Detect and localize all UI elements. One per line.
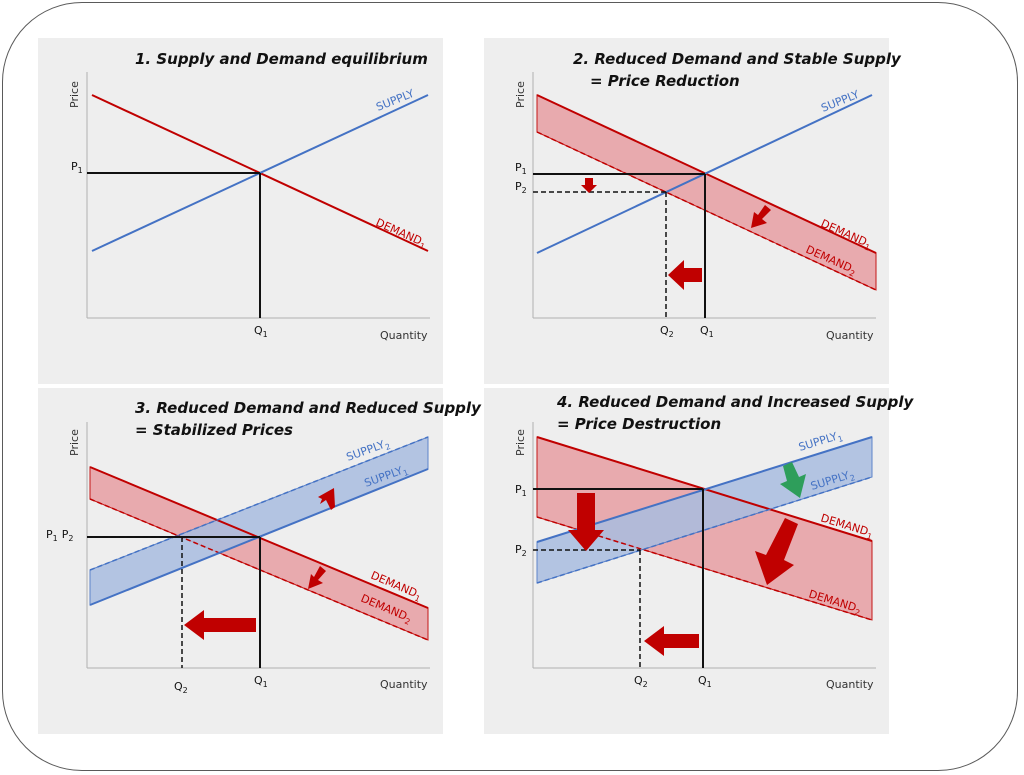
panel-2-background	[484, 38, 889, 384]
supply-2-line	[536, 476, 873, 584]
y-axis-label: Price	[68, 429, 81, 456]
p1-label: P1	[515, 483, 527, 498]
x-axis-label: Quantity	[380, 329, 428, 342]
price-down-arrow	[581, 178, 597, 193]
q2-label: Q2	[174, 680, 188, 695]
y-axis-label: Price	[514, 429, 527, 456]
y-axis-label: Price	[68, 81, 81, 108]
q2-label: Q2	[660, 324, 674, 339]
x-axis-label: Quantity	[826, 678, 874, 691]
panel-4-title-line1: 4. Reduced Demand and Increased Supply	[556, 393, 915, 411]
panel-2-title-line2: = Price Reduction	[590, 72, 740, 90]
p2-label: P2	[515, 543, 527, 558]
q1-label: Q1	[698, 674, 712, 689]
quantity-left-arrow	[668, 260, 702, 290]
panel-1-title: 1. Supply and Demand equilibrium	[135, 50, 428, 68]
q1-label: Q1	[254, 324, 268, 339]
demand-shift-arrow	[751, 205, 771, 228]
q1-label: Q1	[254, 674, 268, 689]
supply-shift-up-arrow	[318, 488, 335, 510]
demand-shift-arrow	[308, 566, 326, 589]
panel-2-title-line1: 2. Reduced Demand and Stable Supply	[573, 50, 902, 68]
p1-label: P1	[515, 161, 527, 176]
y-axis-label: Price	[514, 81, 527, 108]
panel-1: 1. Supply and Demand equilibrium Price Q…	[68, 50, 430, 342]
demand-label: DEMAND1	[373, 216, 429, 252]
x-axis-label: Quantity	[380, 678, 428, 691]
panel-2: 2. Reduced Demand and Stable Supply = Pr…	[514, 50, 902, 342]
panel-1-background	[38, 38, 443, 384]
quantity-left-arrow	[644, 626, 699, 656]
x-axis-label: Quantity	[826, 329, 874, 342]
q1-label: Q1	[700, 324, 714, 339]
price-down-arrow	[568, 493, 604, 551]
p2-label: P2	[515, 180, 527, 195]
panel-4-title-line2: = Price Destruction	[557, 415, 721, 433]
panel-3: 3. Reduced Demand and Reduced Supply = S…	[46, 399, 482, 695]
q2-label: Q2	[634, 674, 648, 689]
p1-label: P1	[71, 160, 83, 175]
panel-4: 4. Reduced Demand and Increased Supply =…	[514, 393, 915, 691]
quantity-left-arrow	[184, 610, 256, 640]
supply-shift-down-arrow	[780, 462, 806, 498]
demand-2-line	[536, 131, 877, 291]
panel-3-title-line1: 3. Reduced Demand and Reduced Supply	[135, 399, 482, 417]
panel-3-title-line2: = Stabilized Prices	[135, 421, 293, 439]
demand-shift-arrow	[755, 518, 798, 585]
demand-2-line	[89, 498, 429, 641]
supply-2-line	[89, 436, 429, 571]
